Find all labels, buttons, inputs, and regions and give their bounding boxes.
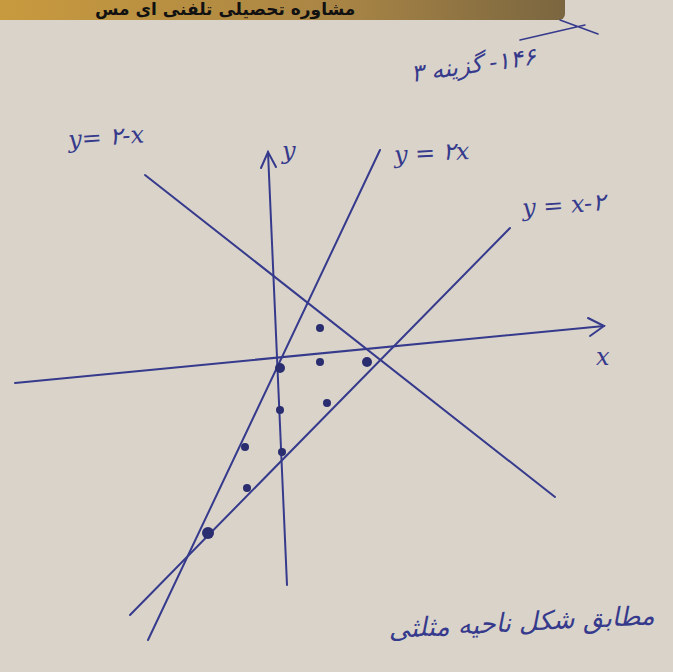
pen-stroke	[520, 20, 598, 40]
point-dot	[241, 443, 249, 451]
conclusion-note: مطابق شکل ناحیه مثلثی	[388, 601, 656, 644]
banner-text: مشاوره تحصیلی تلفنی ای مس	[95, 0, 355, 19]
axis-label: x	[596, 344, 610, 370]
line-equation: y= ۲-x	[67, 121, 145, 153]
point-dot	[275, 363, 285, 373]
line-equation: y = ۲x	[393, 138, 470, 168]
axis-arrow	[261, 152, 276, 168]
line-graph	[145, 175, 555, 497]
x-axis	[15, 326, 604, 383]
axis-label: y	[282, 138, 296, 164]
point-dot	[276, 406, 284, 414]
point-dot	[316, 358, 324, 366]
point-dot	[362, 357, 372, 367]
axis-arrow	[588, 318, 604, 336]
y-axis	[268, 152, 287, 585]
point-dot	[323, 399, 331, 407]
point-dot	[316, 324, 324, 332]
point-dot	[202, 527, 214, 539]
line-equation: y = x-۲	[521, 189, 606, 221]
line-graph	[130, 228, 510, 615]
point-dot	[243, 484, 251, 492]
point-dot	[278, 448, 286, 456]
question-note: ۱۴۶- گزینه ۳	[409, 43, 538, 87]
